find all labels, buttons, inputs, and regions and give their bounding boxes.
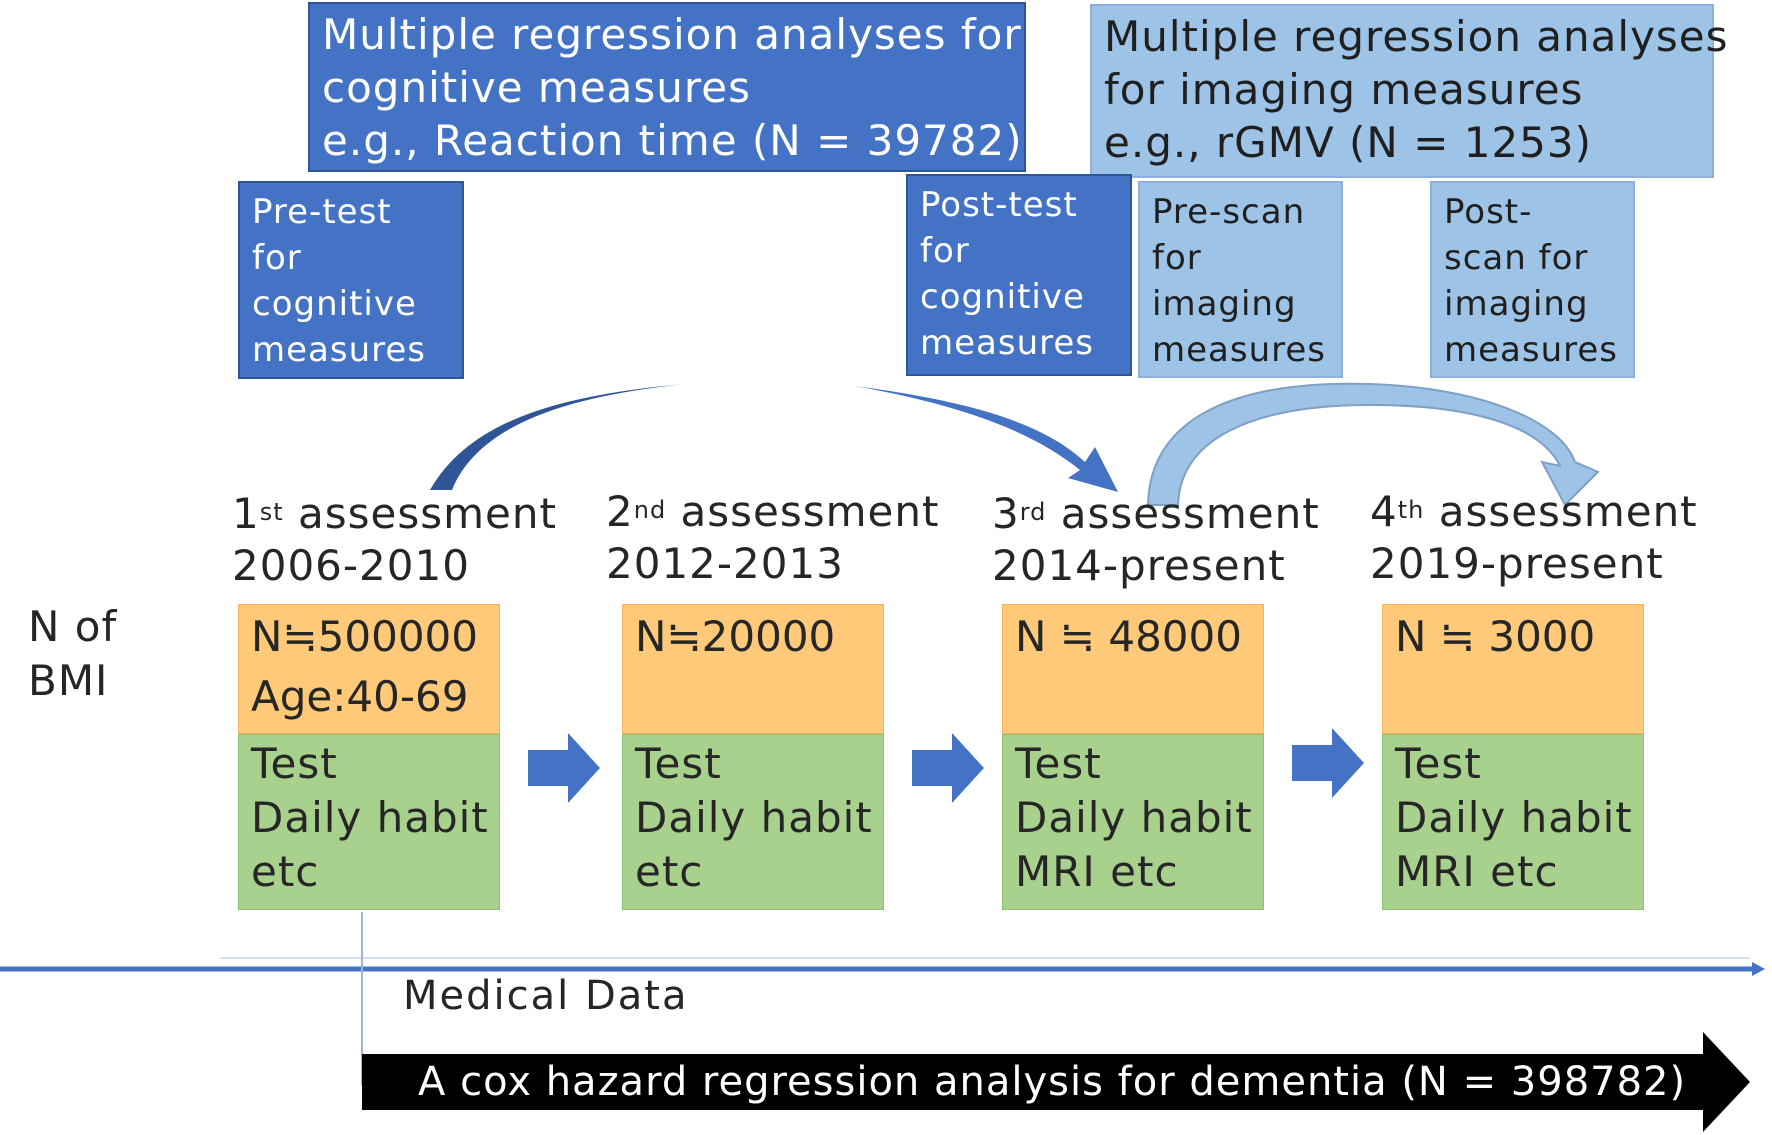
content-item: Daily habit bbox=[251, 793, 489, 842]
assessment-4-content-box: Test Daily habit MRI etc bbox=[1382, 734, 1644, 910]
assessment-2-n-box: N≒20000 bbox=[622, 604, 884, 734]
assessment-3-header: 3rd assessment 2014-present bbox=[992, 488, 1320, 592]
assessment-1-header: 1st assessment 2006-2010 bbox=[232, 488, 557, 592]
assessment-2-header: 2nd assessment 2012-2013 bbox=[606, 486, 939, 590]
pre-scan-box: Pre-scan for imaging measures bbox=[1138, 181, 1343, 378]
timeline-arrowhead bbox=[1752, 962, 1765, 976]
n-of-bmi-line: BMI bbox=[28, 656, 109, 705]
content-item: etc bbox=[251, 847, 320, 896]
banner-line: Multiple regression analyses bbox=[1104, 12, 1729, 61]
assessment-4-n-box: N ≒ 3000 bbox=[1382, 604, 1644, 734]
arrow-3-4 bbox=[1292, 728, 1364, 798]
curve-imaging bbox=[1146, 382, 1600, 507]
content-item: Daily habit bbox=[635, 793, 873, 842]
assessment-3-n-box: N ≒ 48000 bbox=[1002, 604, 1264, 734]
n-of-bmi-label: N of BMI bbox=[28, 600, 117, 708]
post-test-box: Post-test for cognitive measures bbox=[906, 174, 1132, 376]
banner-line: cognitive measures bbox=[322, 63, 751, 112]
assessment-2-content-box: Test Daily habit etc bbox=[622, 734, 884, 910]
content-item: Test bbox=[1015, 739, 1102, 788]
assessment-number: 2 bbox=[606, 487, 634, 536]
cox-arrow-shape bbox=[362, 1032, 1750, 1132]
assessment-years: 2019-present bbox=[1370, 539, 1664, 588]
assessment-label: assessment bbox=[1424, 487, 1698, 536]
assessment-1-content-box: Test Daily habit etc bbox=[238, 734, 500, 910]
curve-post-test bbox=[855, 386, 1118, 492]
assessment-3-content-box: Test Daily habit MRI etc bbox=[1002, 734, 1264, 910]
arrow-1-2 bbox=[528, 733, 600, 803]
banner-line: for imaging measures bbox=[1104, 65, 1584, 114]
assessment-years: 2012-2013 bbox=[606, 539, 844, 588]
content-item: MRI etc bbox=[1395, 847, 1559, 896]
content-item: Test bbox=[1395, 739, 1482, 788]
ordinal-suffix: th bbox=[1397, 496, 1425, 524]
pre-test-box: Pre-test for cognitive measures bbox=[238, 181, 464, 379]
assessment-1-n-box: N≒500000 Age:40-69 bbox=[238, 604, 500, 734]
post-scan-box: Post- scan for imaging measures bbox=[1430, 181, 1635, 378]
ordinal-suffix: rd bbox=[1019, 498, 1047, 526]
content-item: Test bbox=[635, 739, 722, 788]
assessment-years: 2006-2010 bbox=[232, 541, 470, 590]
cox-regression-label: A cox hazard regression analysis for dem… bbox=[418, 1059, 1687, 1105]
cognitive-regression-banner: Multiple regression analyses for cogniti… bbox=[308, 2, 1026, 172]
assessment-4-header: 4th assessment 2019-present bbox=[1370, 486, 1698, 590]
curve-pre-test bbox=[430, 384, 685, 490]
assessment-years: 2014-present bbox=[992, 541, 1286, 590]
assessment-label: assessment bbox=[666, 487, 940, 536]
arrow-2-3 bbox=[912, 733, 984, 803]
age-range: Age:40-69 bbox=[251, 672, 469, 721]
assessment-number: 3 bbox=[992, 489, 1020, 538]
content-item: Daily habit bbox=[1395, 793, 1633, 842]
sample-size: N ≒ 3000 bbox=[1395, 612, 1596, 661]
content-item: etc bbox=[635, 847, 704, 896]
imaging-regression-banner: Multiple regression analyses for imaging… bbox=[1090, 4, 1729, 178]
banner-line: e.g., rGMV (N = 1253) bbox=[1104, 118, 1593, 167]
sample-size: N≒500000 bbox=[251, 612, 478, 661]
content-item: Daily habit bbox=[1015, 793, 1253, 842]
ordinal-suffix: nd bbox=[633, 496, 667, 524]
content-item: Test bbox=[251, 739, 338, 788]
assessment-number: 1 bbox=[232, 489, 260, 538]
ordinal-suffix: st bbox=[259, 498, 284, 526]
sample-size: N ≒ 48000 bbox=[1015, 612, 1242, 661]
assessment-number: 4 bbox=[1370, 487, 1398, 536]
sample-size: N≒20000 bbox=[635, 612, 836, 661]
banner-line: Multiple regression analyses for bbox=[322, 10, 1022, 59]
banner-line: e.g., Reaction time (N = 39782) bbox=[322, 116, 1023, 165]
assessment-label: assessment bbox=[283, 489, 557, 538]
content-item: MRI etc bbox=[1015, 847, 1179, 896]
n-of-bmi-line: N of bbox=[28, 602, 118, 651]
medical-data-label: Medical Data bbox=[403, 973, 689, 1019]
assessment-label: assessment bbox=[1046, 489, 1320, 538]
